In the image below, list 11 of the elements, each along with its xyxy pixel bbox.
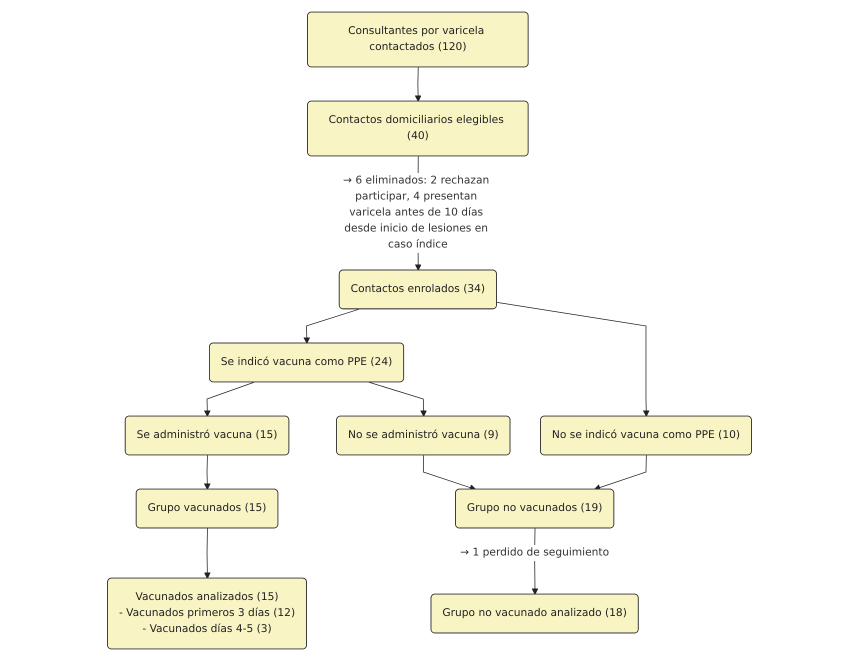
- arrow: [204, 454, 211, 490]
- arrow: [204, 382, 254, 417]
- edge-label: → 6 eliminados: 2 rechazan participar, 4 presentan varicela antes de 10 días desde inicio de lesiones en caso índice: [343, 174, 490, 251]
- edge-label: → 1 perdido de seguimiento: [460, 546, 610, 559]
- arrow: [594, 454, 647, 491]
- arrow: [414, 66, 422, 102]
- arrow: [496, 302, 650, 417]
- arrow: [422, 454, 476, 491]
- arrow: [303, 308, 360, 344]
- arrow: [204, 528, 211, 579]
- arrow: [368, 382, 427, 417]
